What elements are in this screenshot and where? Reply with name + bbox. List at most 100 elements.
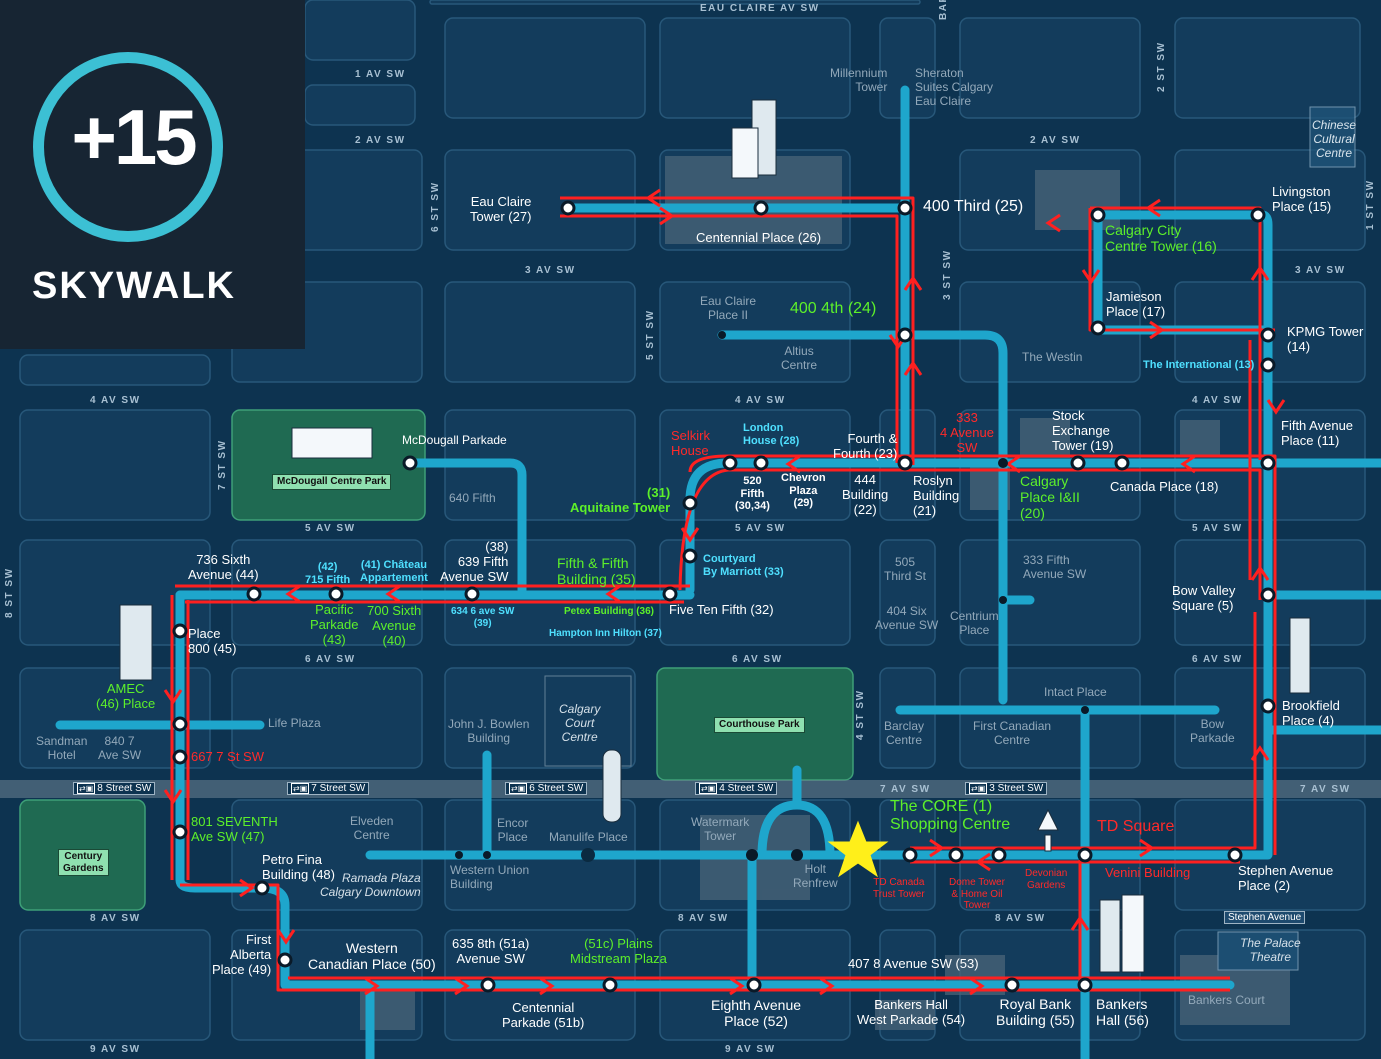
635-8th-label[interactable]: 635 8th (51a)Avenue SW — [452, 936, 530, 966]
fourth-and-fourth-label[interactable]: Fourth &Fourth (23) — [833, 431, 898, 461]
centennial-place-label[interactable]: Centennial Place (26) — [696, 230, 822, 245]
400-third-label[interactable]: 400 Third (25) — [923, 198, 1024, 215]
lrt-station-8-street[interactable]: ⇄▣8 Street SW — [73, 782, 156, 795]
street-5-av-west: 5 AV SW — [305, 523, 356, 534]
lrt-station-3-street[interactable]: ⇄▣3 Street SW — [965, 782, 1048, 795]
715-fifth-label[interactable]: (42)715 Fifth — [305, 561, 351, 586]
street-6-av-east: 6 AV SW — [1192, 654, 1243, 665]
lrt-station-7-street[interactable]: ⇄▣7 Street SW — [287, 782, 370, 795]
amec-place-label[interactable]: AMEC(46) Place — [96, 681, 156, 711]
td-square-label[interactable]: TD Square — [1097, 818, 1175, 835]
street-8-av-center: 8 AV SW — [678, 913, 729, 924]
canada-place-label[interactable]: Canada Place (18) — [1110, 479, 1219, 494]
634-6-ave-label[interactable]: 634 6 ave SW(39) — [451, 606, 515, 629]
mcdougall-parkade-label[interactable]: McDougall Parkade — [402, 433, 507, 447]
street-5-st: 5 ST SW — [645, 309, 656, 360]
400-4th-label[interactable]: 400 4th (24) — [790, 300, 877, 317]
street-9-av-center: 9 AV SW — [725, 1044, 776, 1055]
street-6-av-west: 6 AV SW — [305, 654, 356, 665]
hampton-inn-label[interactable]: Hampton Inn Hilton (37) — [549, 628, 662, 639]
lrt-station-4-street[interactable]: ⇄▣4 Street SW — [695, 782, 778, 795]
building-illustrations — [119, 99, 1311, 973]
street-8-av-west: 8 AV SW — [90, 913, 141, 924]
lrt-track — [0, 780, 1381, 798]
lrt-station-6-street[interactable]: ⇄▣6 Street SW — [505, 782, 588, 795]
westin-label: The Westin — [1022, 350, 1083, 364]
the-international-label[interactable]: The International (13) — [1143, 359, 1255, 371]
intact-place-label: Intact Place — [1044, 685, 1107, 699]
street-3-st: 3 ST SW — [942, 249, 953, 300]
street-barclay: BARCLA — [938, 0, 950, 20]
street-4-st: 4 ST SW — [855, 689, 866, 740]
street-1-av: 1 AV SW — [355, 69, 406, 80]
the-core-label[interactable]: The CORE (1)Shopping Centre — [890, 798, 1011, 834]
logo-wordmark: SKYWALK — [32, 265, 236, 307]
street-4-av-east: 4 AV SW — [1192, 395, 1243, 406]
street-6-st: 6 ST SW — [430, 181, 441, 232]
logo-ring-icon — [33, 52, 223, 242]
street-1-st: 1 ST SW — [1365, 179, 1376, 230]
skywalk-logo: +15 SKYWALK — [0, 0, 305, 349]
life-plaza-label: Life Plaza — [268, 716, 321, 730]
petex-building-label[interactable]: Petex Building (36) — [564, 606, 655, 617]
aquitaine-tower-label[interactable]: (31)Aquitaine Tower — [570, 485, 671, 515]
street-4-av-west: 4 AV SW — [90, 395, 141, 406]
stephen-avenue-sign: Stephen Avenue — [1224, 911, 1306, 924]
407-8-avenue-label[interactable]: 407 8 Avenue SW (53) — [848, 956, 979, 971]
venini-building-label[interactable]: Venini Building — [1105, 865, 1191, 880]
667-7-st-label[interactable]: 667 7 St SW — [191, 749, 264, 764]
five-ten-fifth-label[interactable]: Five Ten Fifth (32) — [669, 602, 774, 617]
kpmg-tower-label[interactable]: KPMG Tower(14) — [1287, 324, 1364, 354]
street-5-av-center: 5 AV SW — [735, 523, 786, 534]
